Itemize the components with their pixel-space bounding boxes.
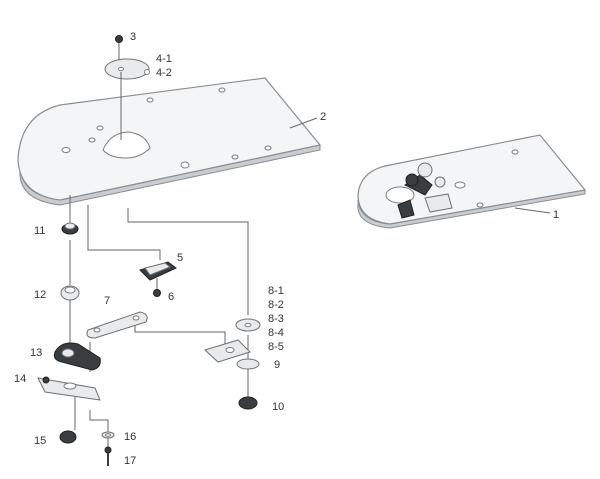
part-13-arm bbox=[53, 342, 101, 371]
label-13: 13 bbox=[30, 347, 42, 359]
part-15-nut bbox=[59, 430, 77, 444]
part-6-screw bbox=[153, 289, 161, 297]
top-screw bbox=[115, 35, 123, 60]
label-4-2: 4-2 bbox=[156, 67, 172, 79]
label-6: 6 bbox=[168, 291, 174, 303]
main-plate bbox=[17, 77, 322, 206]
label-5: 5 bbox=[177, 252, 183, 264]
label-11: 11 bbox=[34, 225, 45, 237]
label-2: 2 bbox=[320, 111, 326, 123]
part-8-5-lever bbox=[204, 339, 251, 363]
part-11-nut bbox=[61, 222, 79, 235]
part-8-washer bbox=[235, 318, 261, 332]
part-14-plate bbox=[37, 376, 101, 401]
label-10: 10 bbox=[272, 401, 284, 413]
part-17-screw bbox=[104, 446, 112, 466]
leader-lines bbox=[69, 117, 551, 450]
label-8-3: 8-3 bbox=[268, 313, 284, 325]
label-7: 7 bbox=[104, 295, 110, 307]
label-3: 3 bbox=[130, 31, 136, 43]
label-8-2: 8-2 bbox=[268, 299, 284, 311]
label-8-1: 8-1 bbox=[268, 285, 284, 297]
label-1: 1 bbox=[553, 209, 559, 221]
label-16: 16 bbox=[124, 431, 136, 443]
label-4-1: 4-1 bbox=[156, 53, 172, 65]
part-7-lever bbox=[86, 311, 148, 339]
label-17: 17 bbox=[124, 455, 136, 467]
part-5-bracket bbox=[139, 261, 177, 281]
part-12-bushing bbox=[60, 285, 80, 301]
top-washer bbox=[104, 58, 150, 140]
label-8-4: 8-4 bbox=[268, 327, 284, 339]
label-12: 12 bbox=[34, 289, 46, 301]
label-8-5: 8-5 bbox=[268, 341, 284, 353]
part-9-washer bbox=[236, 358, 260, 370]
assembled-plate bbox=[357, 134, 587, 229]
part-16-washer bbox=[101, 431, 115, 439]
label-15: 15 bbox=[34, 435, 46, 447]
label-14: 14 bbox=[14, 373, 26, 385]
label-9: 9 bbox=[274, 359, 280, 371]
part-10-nut bbox=[238, 396, 258, 410]
